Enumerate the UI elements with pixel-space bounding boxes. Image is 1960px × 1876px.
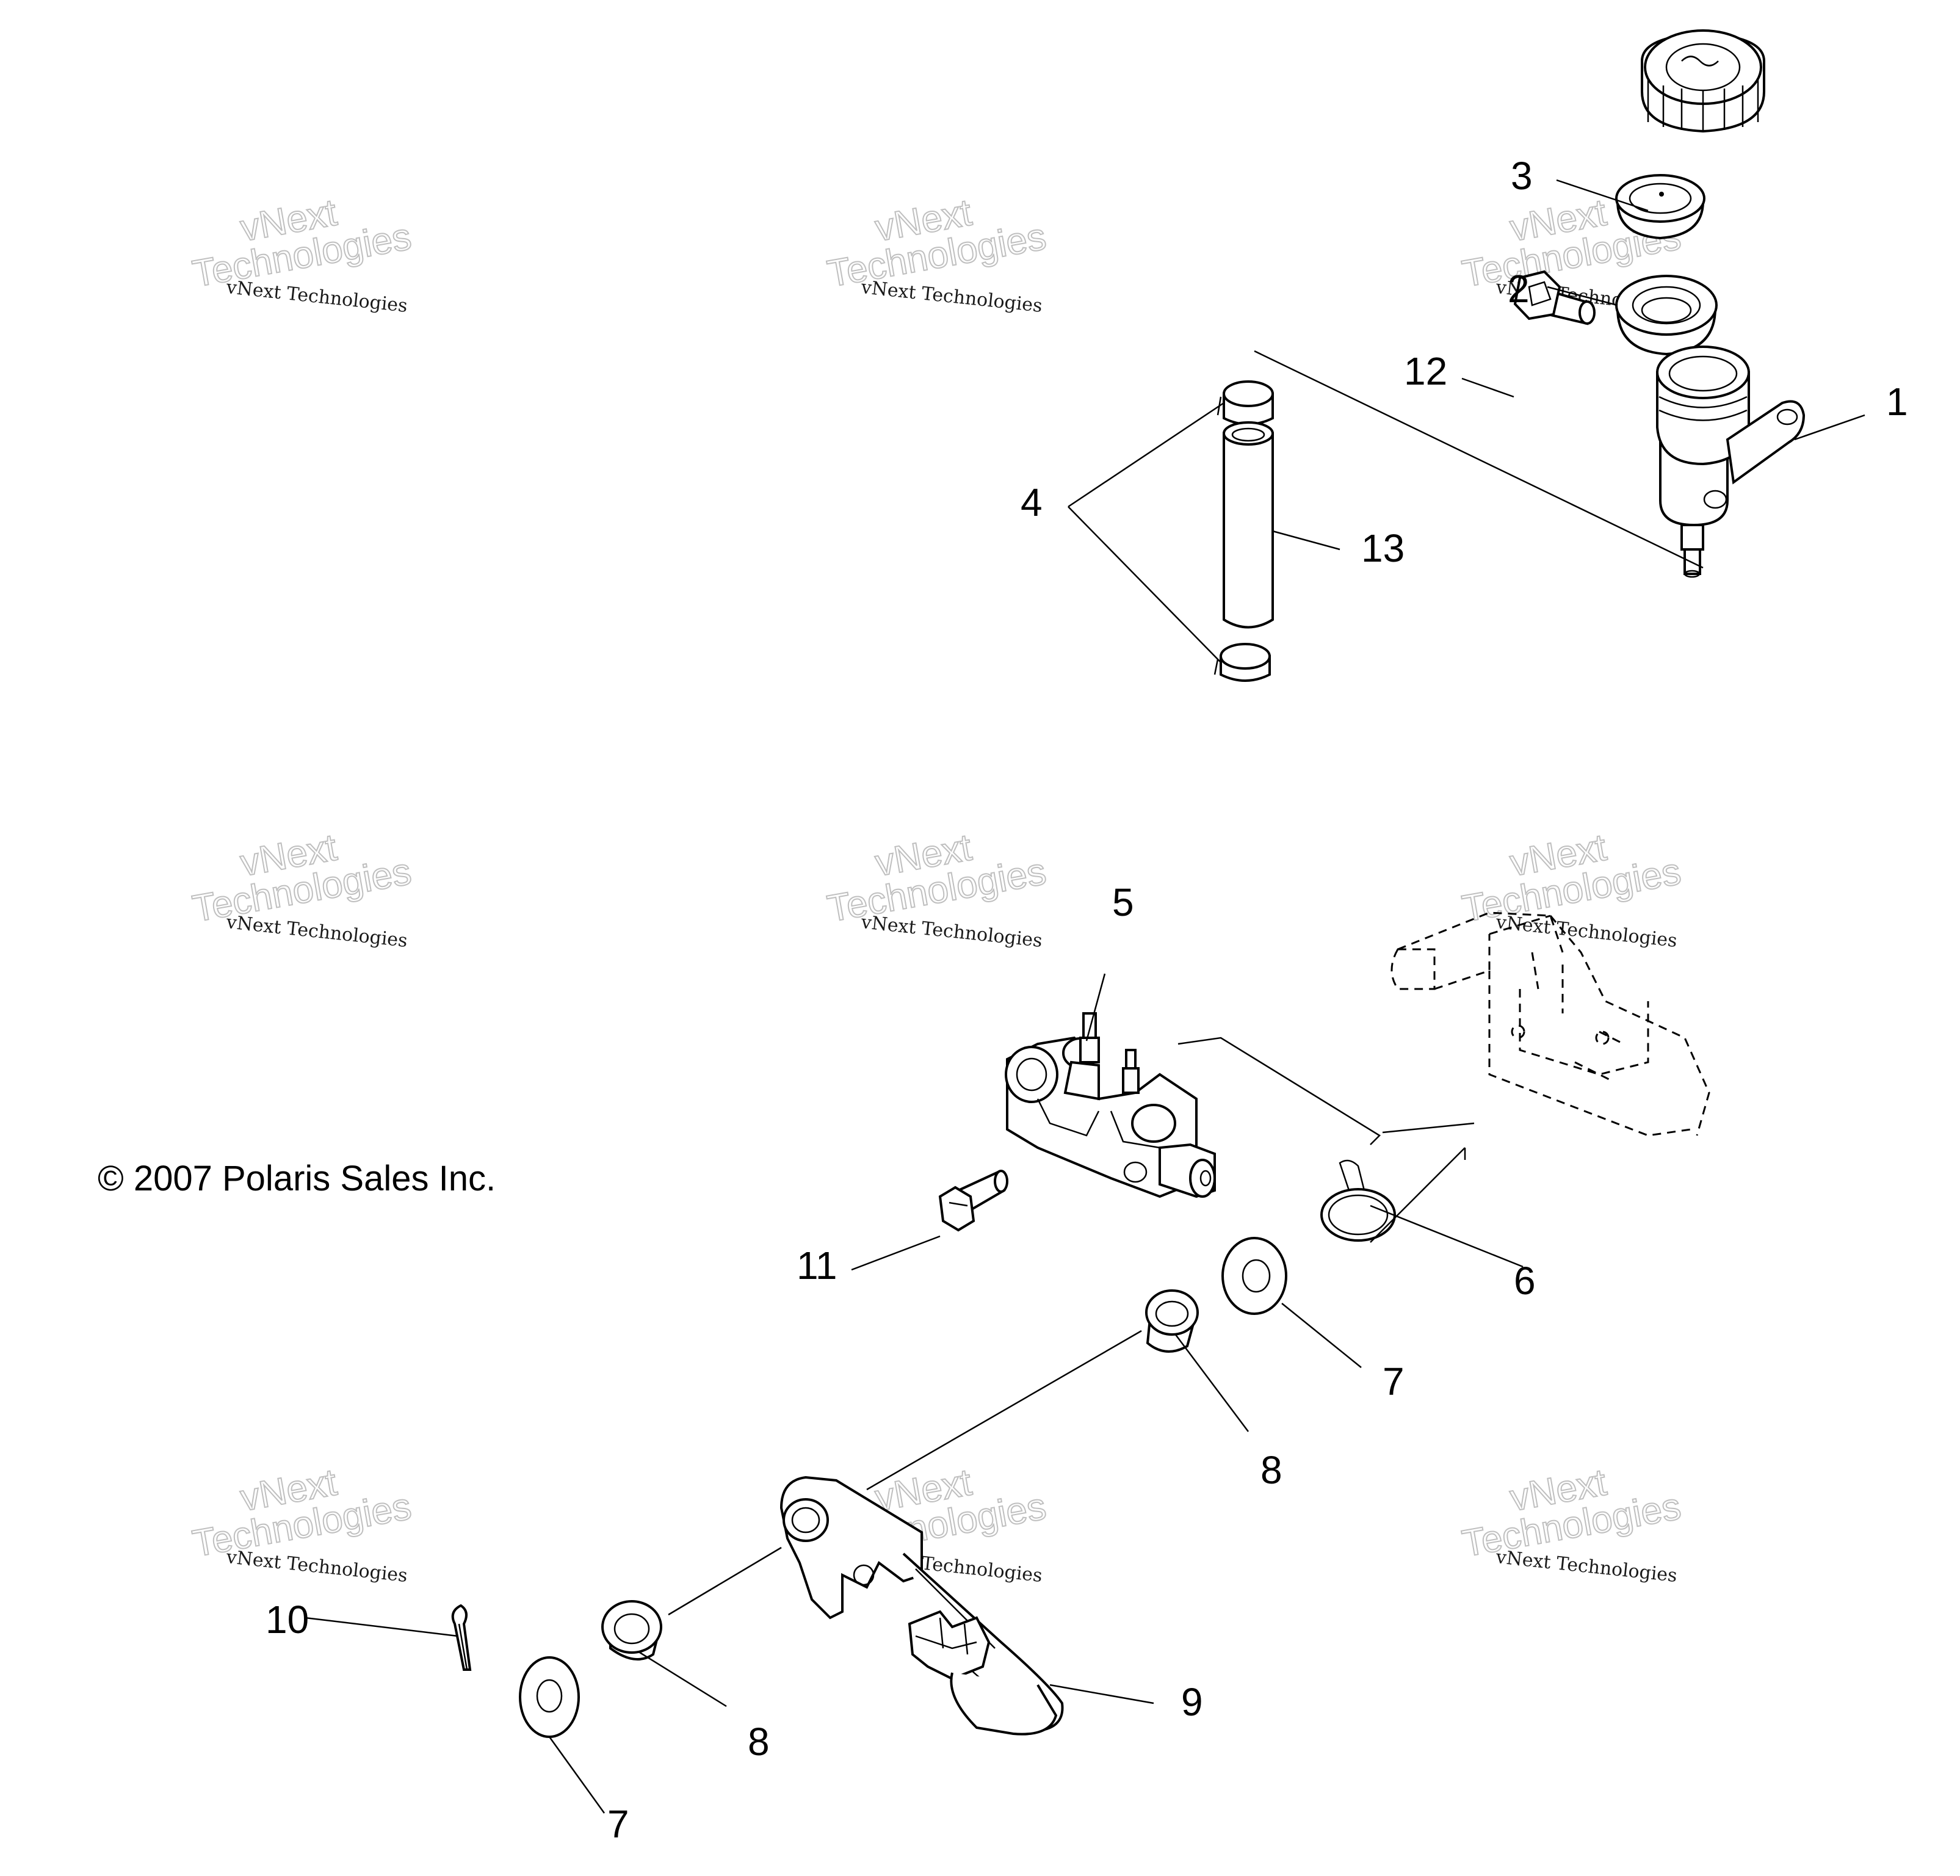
reservoir-body bbox=[1656, 346, 1806, 578]
return-spring bbox=[1320, 1159, 1396, 1242]
callout-7-lower: 7 bbox=[607, 1802, 629, 1846]
hose-clamp-bottom bbox=[1213, 643, 1271, 682]
brake-pedal bbox=[779, 1476, 1064, 1736]
bushing-lower bbox=[601, 1600, 662, 1661]
callout-12: 12 bbox=[1404, 349, 1447, 393]
copyright-notice: © 2007 Polaris Sales Inc. bbox=[98, 1159, 496, 1198]
callout-3: 3 bbox=[1511, 154, 1533, 198]
master-cylinder bbox=[1005, 1012, 1216, 1198]
reservoir-cap bbox=[1641, 29, 1765, 133]
watermark-label: vNext Technologies bbox=[859, 911, 1043, 952]
callout-5: 5 bbox=[1112, 880, 1134, 924]
hose bbox=[1223, 421, 1274, 629]
washer-lower bbox=[519, 1656, 580, 1738]
callout-9: 9 bbox=[1181, 1680, 1203, 1724]
cotter-pin bbox=[451, 1604, 472, 1671]
bolt-12 bbox=[1513, 270, 1596, 325]
callout-labels: 1 2 3 4 5 6 7 7 8 8 9 10 11 12 13 bbox=[266, 154, 1908, 1846]
lower-leader-lines bbox=[305, 973, 1524, 1814]
callout-13: 13 bbox=[1361, 526, 1405, 570]
callout-4: 4 bbox=[1021, 480, 1043, 524]
watermark-label: vNext Technologies bbox=[225, 277, 408, 317]
upper-leader-lines bbox=[1068, 179, 1865, 663]
hose-clamp-top bbox=[1217, 380, 1274, 426]
diaphragm bbox=[1615, 275, 1718, 356]
diaphragm-plate bbox=[1615, 174, 1705, 240]
watermark-label: vNext Technologies bbox=[859, 277, 1043, 317]
watermark-group: Technologies vNext vNext Technologies Te… bbox=[189, 191, 1684, 1587]
callout-1: 1 bbox=[1886, 380, 1908, 424]
watermark-label: vNext Technologies bbox=[1494, 911, 1678, 952]
bolt-11 bbox=[938, 1170, 1008, 1232]
watermark-label: vNext Technologies bbox=[225, 911, 408, 952]
callout-10: 10 bbox=[266, 1598, 309, 1642]
callout-2: 2 bbox=[1508, 267, 1530, 311]
watermark-label: vNext Technologies bbox=[1494, 1546, 1678, 1587]
callout-8-lower: 8 bbox=[748, 1720, 770, 1764]
frame-bracket-outline bbox=[1390, 911, 1710, 1137]
callout-7-upper: 7 bbox=[1383, 1360, 1405, 1403]
washer-upper bbox=[1221, 1237, 1287, 1315]
callout-6: 6 bbox=[1514, 1259, 1536, 1303]
callout-11: 11 bbox=[797, 1244, 837, 1287]
watermark-label: vNext Technologies bbox=[225, 1546, 408, 1587]
bushing-upper bbox=[1145, 1289, 1199, 1353]
callout-8-upper: 8 bbox=[1260, 1448, 1282, 1492]
